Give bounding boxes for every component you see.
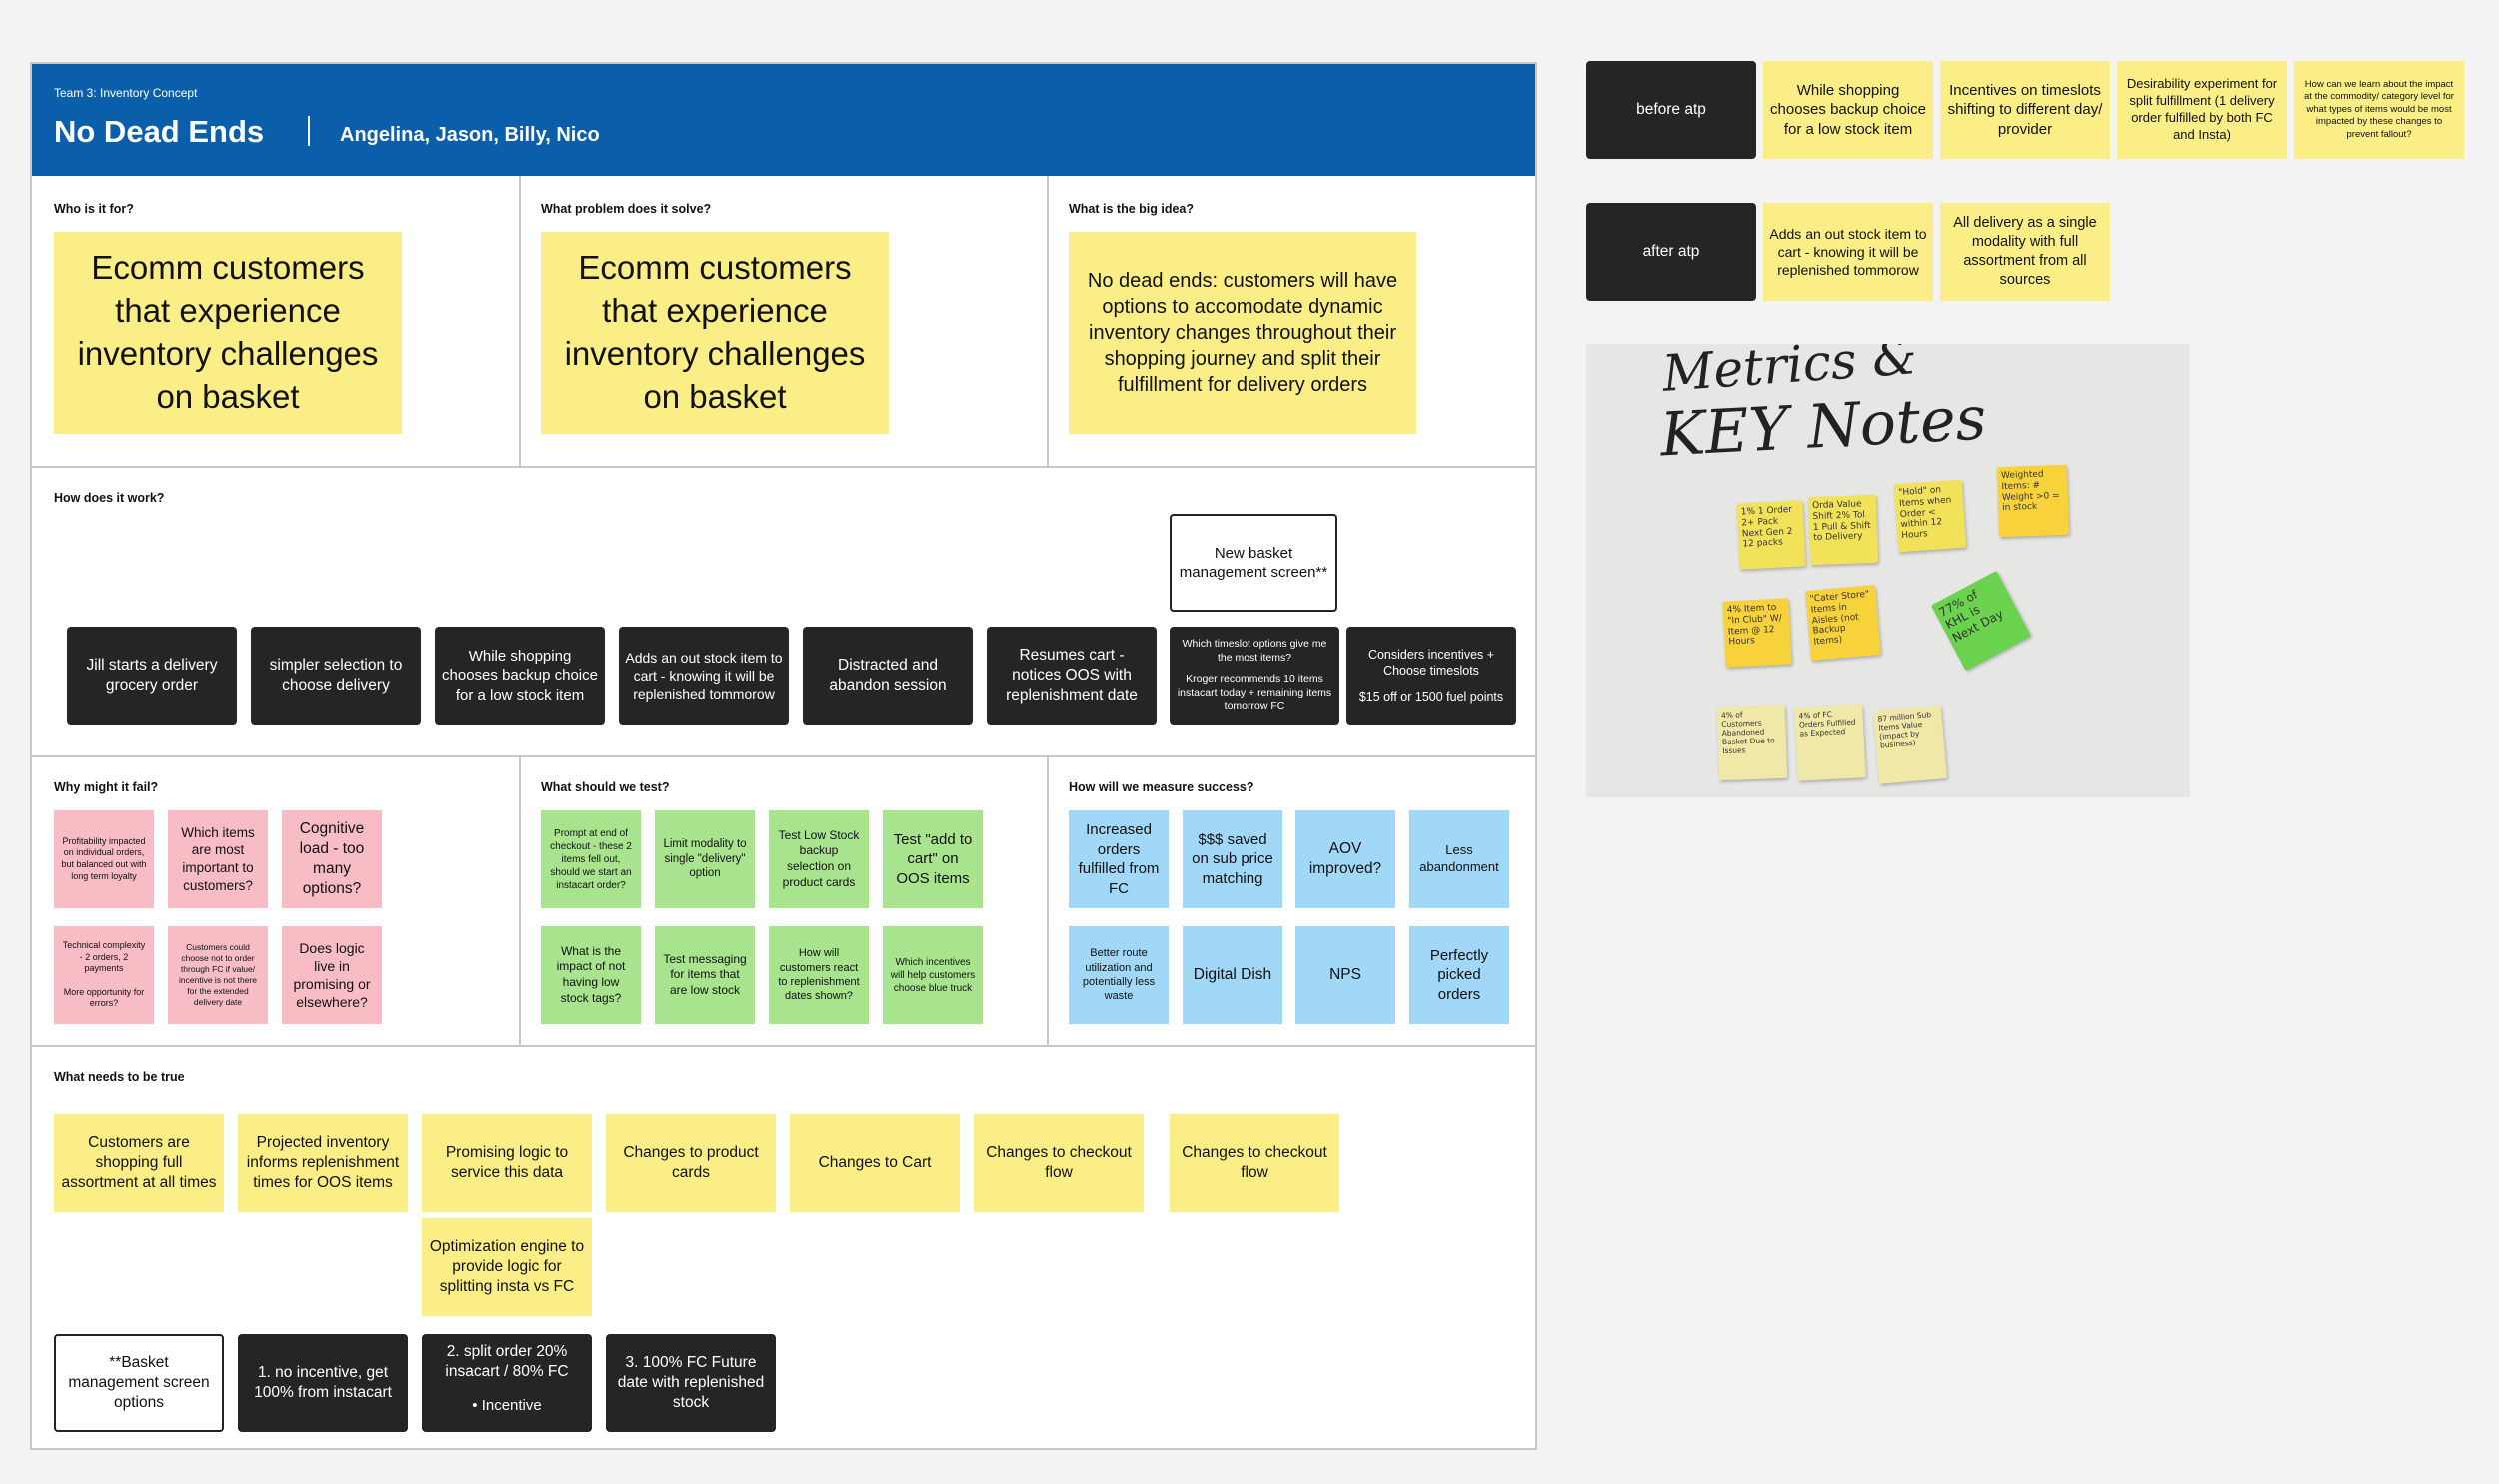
before-atp-note-1[interactable]: While shopping chooses backup choice for…: [1763, 61, 1933, 159]
measure-note-5[interactable]: Better route utilization and potentially…: [1069, 926, 1169, 1024]
after-atp-note-2[interactable]: All delivery as a single modality with f…: [1940, 203, 2110, 301]
row-divider: [32, 466, 1535, 468]
fail-note-4[interactable]: Technical complexity - 2 orders, 2 payme…: [54, 926, 154, 1024]
after-atp-label[interactable]: after atp: [1586, 203, 1756, 301]
journey-step-1[interactable]: Jill starts a delivery grocery order: [67, 627, 237, 725]
true-note-1[interactable]: Customers are shopping full assortment a…: [54, 1114, 224, 1212]
title-divider: [308, 116, 310, 146]
test-note-6[interactable]: Test messaging for items that are low st…: [655, 926, 755, 1024]
journey-step-8-line2: $15 off or 1500 fuel points: [1358, 690, 1504, 705]
photo-note-8: 4% of Customers Abandoned Basket Due to …: [1716, 704, 1788, 781]
before-atp-note-2[interactable]: Incentives on timeslots shifting to diff…: [1940, 61, 2110, 159]
section-label-measure: How will we measure success?: [1069, 780, 1254, 794]
sticky-note-idea[interactable]: No dead ends: customers will have option…: [1069, 232, 1416, 434]
column-divider: [519, 176, 521, 466]
true-note-4[interactable]: Changes to product cards: [606, 1114, 776, 1212]
test-note-7[interactable]: How will customers react to replenishmen…: [769, 926, 869, 1024]
fail-note-1[interactable]: Profitability impacted on individual ord…: [54, 810, 154, 908]
before-atp-label[interactable]: before atp: [1586, 61, 1756, 159]
test-note-1[interactable]: Prompt at end of checkout - these 2 item…: [541, 810, 641, 908]
concept-board: Team 3: Inventory Concept No Dead Ends A…: [30, 62, 1537, 1450]
whiteboard-photo[interactable]: Metrics & KEY Notes 1% 1 Order 2+ Pack N…: [1586, 344, 2190, 797]
journey-step-4[interactable]: Adds an out stock item to cart - knowing…: [619, 627, 789, 725]
before-atp-note-3[interactable]: Desirability experiment for split fulfil…: [2117, 61, 2287, 159]
journey-step-2[interactable]: simpler selection to choose delivery: [251, 627, 421, 725]
test-note-4[interactable]: Test "add to cart" on OOS items: [883, 810, 983, 908]
team-label: Team 3: Inventory Concept: [54, 86, 198, 100]
fail-note-3[interactable]: Cognitive load - too many options?: [282, 810, 382, 908]
photo-note-9: 4% of FC Orders Fulfilled as Expected: [1794, 704, 1866, 781]
basket-option-2-text: 2. split order 20% insacart / 80% FC: [445, 1343, 569, 1381]
section-label-problem: What problem does it solve?: [541, 202, 712, 216]
photo-note-6: "Cater Store" Items in Aisles (not Backu…: [1805, 585, 1881, 661]
optimization-note[interactable]: Optimization engine to provide logic for…: [422, 1218, 592, 1316]
measure-note-7[interactable]: NPS: [1295, 926, 1395, 1024]
photo-note-5: 4% Item to "In Club" W/ Item @ 12 Hours: [1722, 598, 1792, 668]
photo-note-4: Weighted Items: # Weight >0 = in stock: [1996, 464, 2070, 538]
test-note-2[interactable]: Limit modality to single "delivery" opti…: [655, 810, 755, 908]
test-note-8[interactable]: Which incentives will help customers cho…: [883, 926, 983, 1024]
measure-note-2[interactable]: $$$ saved on sub price matching: [1183, 810, 1282, 908]
row-divider: [32, 1045, 1535, 1047]
journey-step-7-line1: Which timeslot options give me the most …: [1182, 637, 1327, 664]
fail-note-6[interactable]: Does logic live in promising or elsewher…: [282, 926, 382, 1024]
sticky-note-problem[interactable]: Ecomm customers that experience inventor…: [541, 232, 889, 434]
team-names: Angelina, Jason, Billy, Nico: [340, 124, 600, 146]
after-atp-note-1[interactable]: Adds an out stock item to cart - knowing…: [1763, 203, 1933, 301]
measure-note-6[interactable]: Digital Dish: [1183, 926, 1282, 1024]
true-note-2[interactable]: Projected inventory informs replenishmen…: [238, 1114, 408, 1212]
column-divider: [1047, 757, 1049, 1045]
column-divider: [1047, 176, 1049, 466]
journey-step-8[interactable]: Considers incentives + Choose timeslots …: [1346, 627, 1516, 725]
true-note-6[interactable]: Changes to checkout flow: [974, 1114, 1144, 1212]
journey-step-8-line1: Considers incentives + Choose timeslots: [1367, 647, 1495, 678]
journey-step-5[interactable]: Distracted and abandon session: [803, 627, 973, 725]
fail-note-2[interactable]: Which items are most important to custom…: [168, 810, 268, 908]
board-title: No Dead Ends: [54, 114, 265, 149]
photo-note-2: Orda Value Shift 2% Tol 1 Pull & Shift t…: [1807, 494, 1879, 566]
true-note-5[interactable]: Changes to Cart: [790, 1114, 960, 1212]
measure-note-1[interactable]: Increased orders fulfilled from FC: [1069, 810, 1169, 908]
journey-step-7[interactable]: Which timeslot options give me the most …: [1170, 627, 1339, 725]
section-label-true: What needs to be true: [54, 1070, 185, 1084]
journey-step-7-line2: Kroger recommends 10 items instacart tod…: [1177, 673, 1332, 713]
basket-options-title[interactable]: **Basket management screen options: [54, 1334, 224, 1432]
true-note-3[interactable]: Promising logic to service this data: [422, 1114, 592, 1212]
board-header: Team 3: Inventory Concept No Dead Ends A…: [32, 64, 1535, 176]
row-divider: [32, 755, 1535, 757]
measure-note-8[interactable]: Perfectly picked orders: [1409, 926, 1509, 1024]
section-label-who: Who is it for?: [54, 202, 134, 216]
measure-note-4[interactable]: Less abandonment: [1409, 810, 1509, 908]
section-label-how: How does it work?: [54, 491, 165, 505]
photo-note-10: 87 million Sub Items Value (impact by bu…: [1872, 705, 1948, 784]
basket-option-2-bullet: • Incentive: [472, 1397, 542, 1415]
fail-note-5[interactable]: Customers could choose not to order thro…: [168, 926, 268, 1024]
basket-option-2[interactable]: 2. split order 20% insacart / 80% FC • I…: [422, 1334, 592, 1432]
before-atp-note-4[interactable]: How can we learn about the impact at the…: [2294, 61, 2464, 159]
basket-option-1[interactable]: 1. no incentive, get 100% from instacart: [238, 1334, 408, 1432]
photo-note-3: "Hold" on Items when Order < within 12 H…: [1893, 479, 1967, 553]
section-label-idea: What is the big idea?: [1069, 202, 1195, 216]
test-note-3[interactable]: Test Low Stock backup selection on produ…: [769, 810, 869, 908]
photo-note-1: 1% 1 Order 2+ Pack Next Gen 2 12 packs: [1736, 500, 1806, 570]
section-label-test: What should we test?: [541, 780, 670, 794]
column-divider: [519, 757, 521, 1045]
sticky-note-who[interactable]: Ecomm customers that experience inventor…: [54, 232, 402, 434]
test-note-5[interactable]: What is the impact of not having low sto…: [541, 926, 641, 1024]
true-note-7[interactable]: Changes to checkout flow: [1170, 1114, 1339, 1212]
journey-step-3[interactable]: While shopping chooses backup choice for…: [435, 627, 605, 725]
measure-note-3[interactable]: AOV improved?: [1295, 810, 1395, 908]
basket-option-3[interactable]: 3. 100% FC Future date with replenished …: [606, 1334, 776, 1432]
photo-note-7: 77% of KHL is Next Day: [1930, 570, 2032, 672]
new-basket-screen-note[interactable]: New basket management screen**: [1170, 514, 1337, 612]
basket-option-2-bullet-text: Incentive: [481, 1397, 542, 1415]
journey-step-6[interactable]: Resumes cart - notices OOS with replenis…: [987, 627, 1157, 725]
section-label-fail: Why might it fail?: [54, 780, 159, 794]
